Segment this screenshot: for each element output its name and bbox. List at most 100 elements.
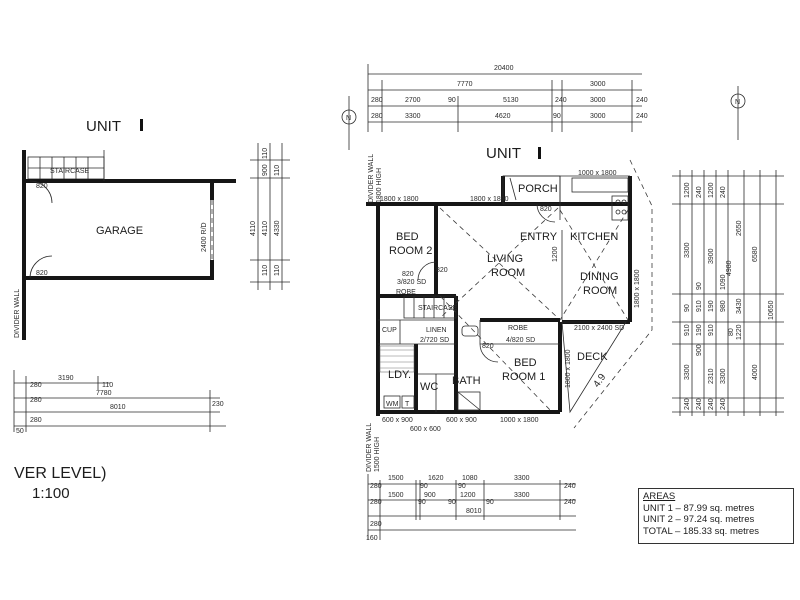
room-living-line1: LIVING bbox=[487, 253, 523, 265]
dim: 3300 bbox=[514, 492, 530, 499]
room-deck: DECK bbox=[577, 351, 608, 363]
washing-machine-label: WM bbox=[386, 401, 399, 408]
dim: 8010 bbox=[110, 404, 126, 411]
areas-legend: AREAS UNIT 1 – 87.99 sq. metres UNIT 2 –… bbox=[638, 488, 794, 544]
room-kitchen: KITCHEN bbox=[570, 231, 618, 243]
window-label: 1000 x 1800 bbox=[578, 170, 617, 177]
dashed-ceiling-lines bbox=[439, 207, 629, 413]
door-swing bbox=[29, 180, 53, 204]
dim: 1500 bbox=[388, 475, 404, 482]
window-label: 1800 x 1800 bbox=[470, 196, 509, 203]
dim: 190 bbox=[708, 300, 715, 312]
dim: 4110 bbox=[250, 221, 257, 236]
room-linen: LINEN bbox=[426, 327, 447, 334]
dim: 3900 bbox=[708, 248, 715, 264]
dim: 240 bbox=[564, 483, 576, 490]
divider-wall-label: DIVIDER WALL bbox=[368, 154, 375, 203]
room-robe: ROBE bbox=[396, 289, 416, 296]
dim: 1500 bbox=[388, 492, 404, 499]
window-label: 1800 x 1800 bbox=[634, 269, 641, 308]
dim: 3300 bbox=[684, 364, 691, 380]
dim: 240 bbox=[636, 97, 648, 104]
divider-wall-height: 1800 HIGH bbox=[376, 168, 383, 203]
dim: 1200 bbox=[460, 492, 476, 499]
right-vertical-dims bbox=[672, 170, 784, 416]
staircase-left-label: STAIRCASE bbox=[50, 168, 89, 175]
staircase-right bbox=[403, 295, 457, 319]
dim: 240 bbox=[684, 398, 691, 410]
dim: 280 bbox=[30, 382, 42, 389]
divider-wall-left: DIVIDER WALL bbox=[14, 289, 21, 338]
dim: 7770 bbox=[457, 81, 473, 88]
dim: 110 bbox=[102, 382, 113, 389]
areas-unit2: UNIT 2 – 97.24 sq. metres bbox=[643, 514, 755, 525]
sliding-door-label: 2/720 SD bbox=[420, 337, 449, 344]
window-label: 600 x 900 bbox=[446, 417, 477, 424]
dim: 3300 bbox=[684, 242, 691, 258]
dim: 280 bbox=[370, 521, 382, 528]
areas-unit1: UNIT 1 – 87.99 sq. metres bbox=[643, 502, 755, 514]
dim: 3430 bbox=[736, 298, 743, 314]
dim: 110 bbox=[274, 265, 281, 276]
room-cupboard: CUP bbox=[382, 327, 397, 334]
room-dining-line1: DINING bbox=[580, 271, 619, 283]
dim: 90 bbox=[448, 499, 456, 506]
dim: 4110 bbox=[262, 221, 269, 236]
dim: 240 bbox=[696, 186, 703, 198]
dim: 280 bbox=[371, 97, 383, 104]
dim: 1620 bbox=[428, 475, 444, 482]
dim: 910 bbox=[696, 300, 703, 312]
dim: 980 bbox=[720, 300, 727, 312]
door-label: 820 bbox=[482, 343, 494, 350]
dim: 90 bbox=[458, 483, 466, 490]
dim: 2700 bbox=[405, 97, 421, 104]
garage-walls bbox=[22, 150, 236, 340]
room-laundry: LDY. bbox=[388, 369, 411, 381]
svg-text:N: N bbox=[735, 99, 740, 106]
right-unit-label: UNIT bbox=[486, 145, 521, 162]
dim: 5130 bbox=[503, 97, 519, 104]
room-dining-line2: ROOM bbox=[583, 285, 617, 297]
room-porch: PORCH bbox=[518, 183, 558, 195]
sliding-door-label: 4/820 SD bbox=[506, 337, 535, 344]
svg-text:N: N bbox=[346, 115, 351, 122]
top-dimension-lines bbox=[367, 64, 642, 132]
dim: 190 bbox=[696, 324, 703, 336]
deck-outline bbox=[561, 159, 653, 429]
areas-total: TOTAL – 185.33 sq. metres bbox=[643, 525, 759, 537]
door-label: 820 bbox=[436, 267, 448, 274]
divider-wall-label: DIVIDER WALL bbox=[366, 423, 373, 472]
room-bed2-line2: ROOM 2 bbox=[389, 245, 432, 257]
dim: 10650 bbox=[768, 300, 775, 320]
dim: 8010 bbox=[466, 508, 482, 515]
window-label: 600 x 900 bbox=[382, 417, 413, 424]
room-robe: ROBE bbox=[508, 325, 528, 332]
bottom-dimension-lines bbox=[367, 474, 576, 540]
dim: 3000 bbox=[590, 97, 606, 104]
dim: 80 bbox=[728, 328, 735, 336]
areas-title: AREAS bbox=[643, 491, 676, 502]
door-swing bbox=[29, 255, 53, 279]
door-label: 820 bbox=[402, 271, 414, 278]
dim: 3300 bbox=[514, 475, 530, 482]
dim: 90 bbox=[696, 282, 703, 290]
dim: 90 bbox=[448, 97, 456, 104]
dim: 230 bbox=[212, 401, 224, 408]
laundry-hatch bbox=[379, 325, 481, 411]
trough-label: T bbox=[405, 401, 410, 408]
dim: 110 bbox=[274, 165, 281, 176]
dim: 20400 bbox=[494, 65, 514, 72]
dim: 3190 bbox=[58, 375, 74, 382]
dim: 280 bbox=[30, 397, 42, 404]
north-arrow-icon: N bbox=[341, 96, 357, 150]
door-label: 820 bbox=[540, 206, 552, 213]
unit-number-mark bbox=[140, 119, 143, 131]
sliding-door-label: 3/820 SD bbox=[397, 279, 426, 286]
dim: 1200 bbox=[684, 182, 691, 198]
window-label: 2100 x 2400 SD bbox=[574, 325, 624, 332]
dim: 910 bbox=[684, 324, 691, 336]
unit-number-mark bbox=[538, 147, 541, 159]
door-label: 820 bbox=[36, 183, 48, 190]
dim: 90 bbox=[553, 113, 561, 120]
